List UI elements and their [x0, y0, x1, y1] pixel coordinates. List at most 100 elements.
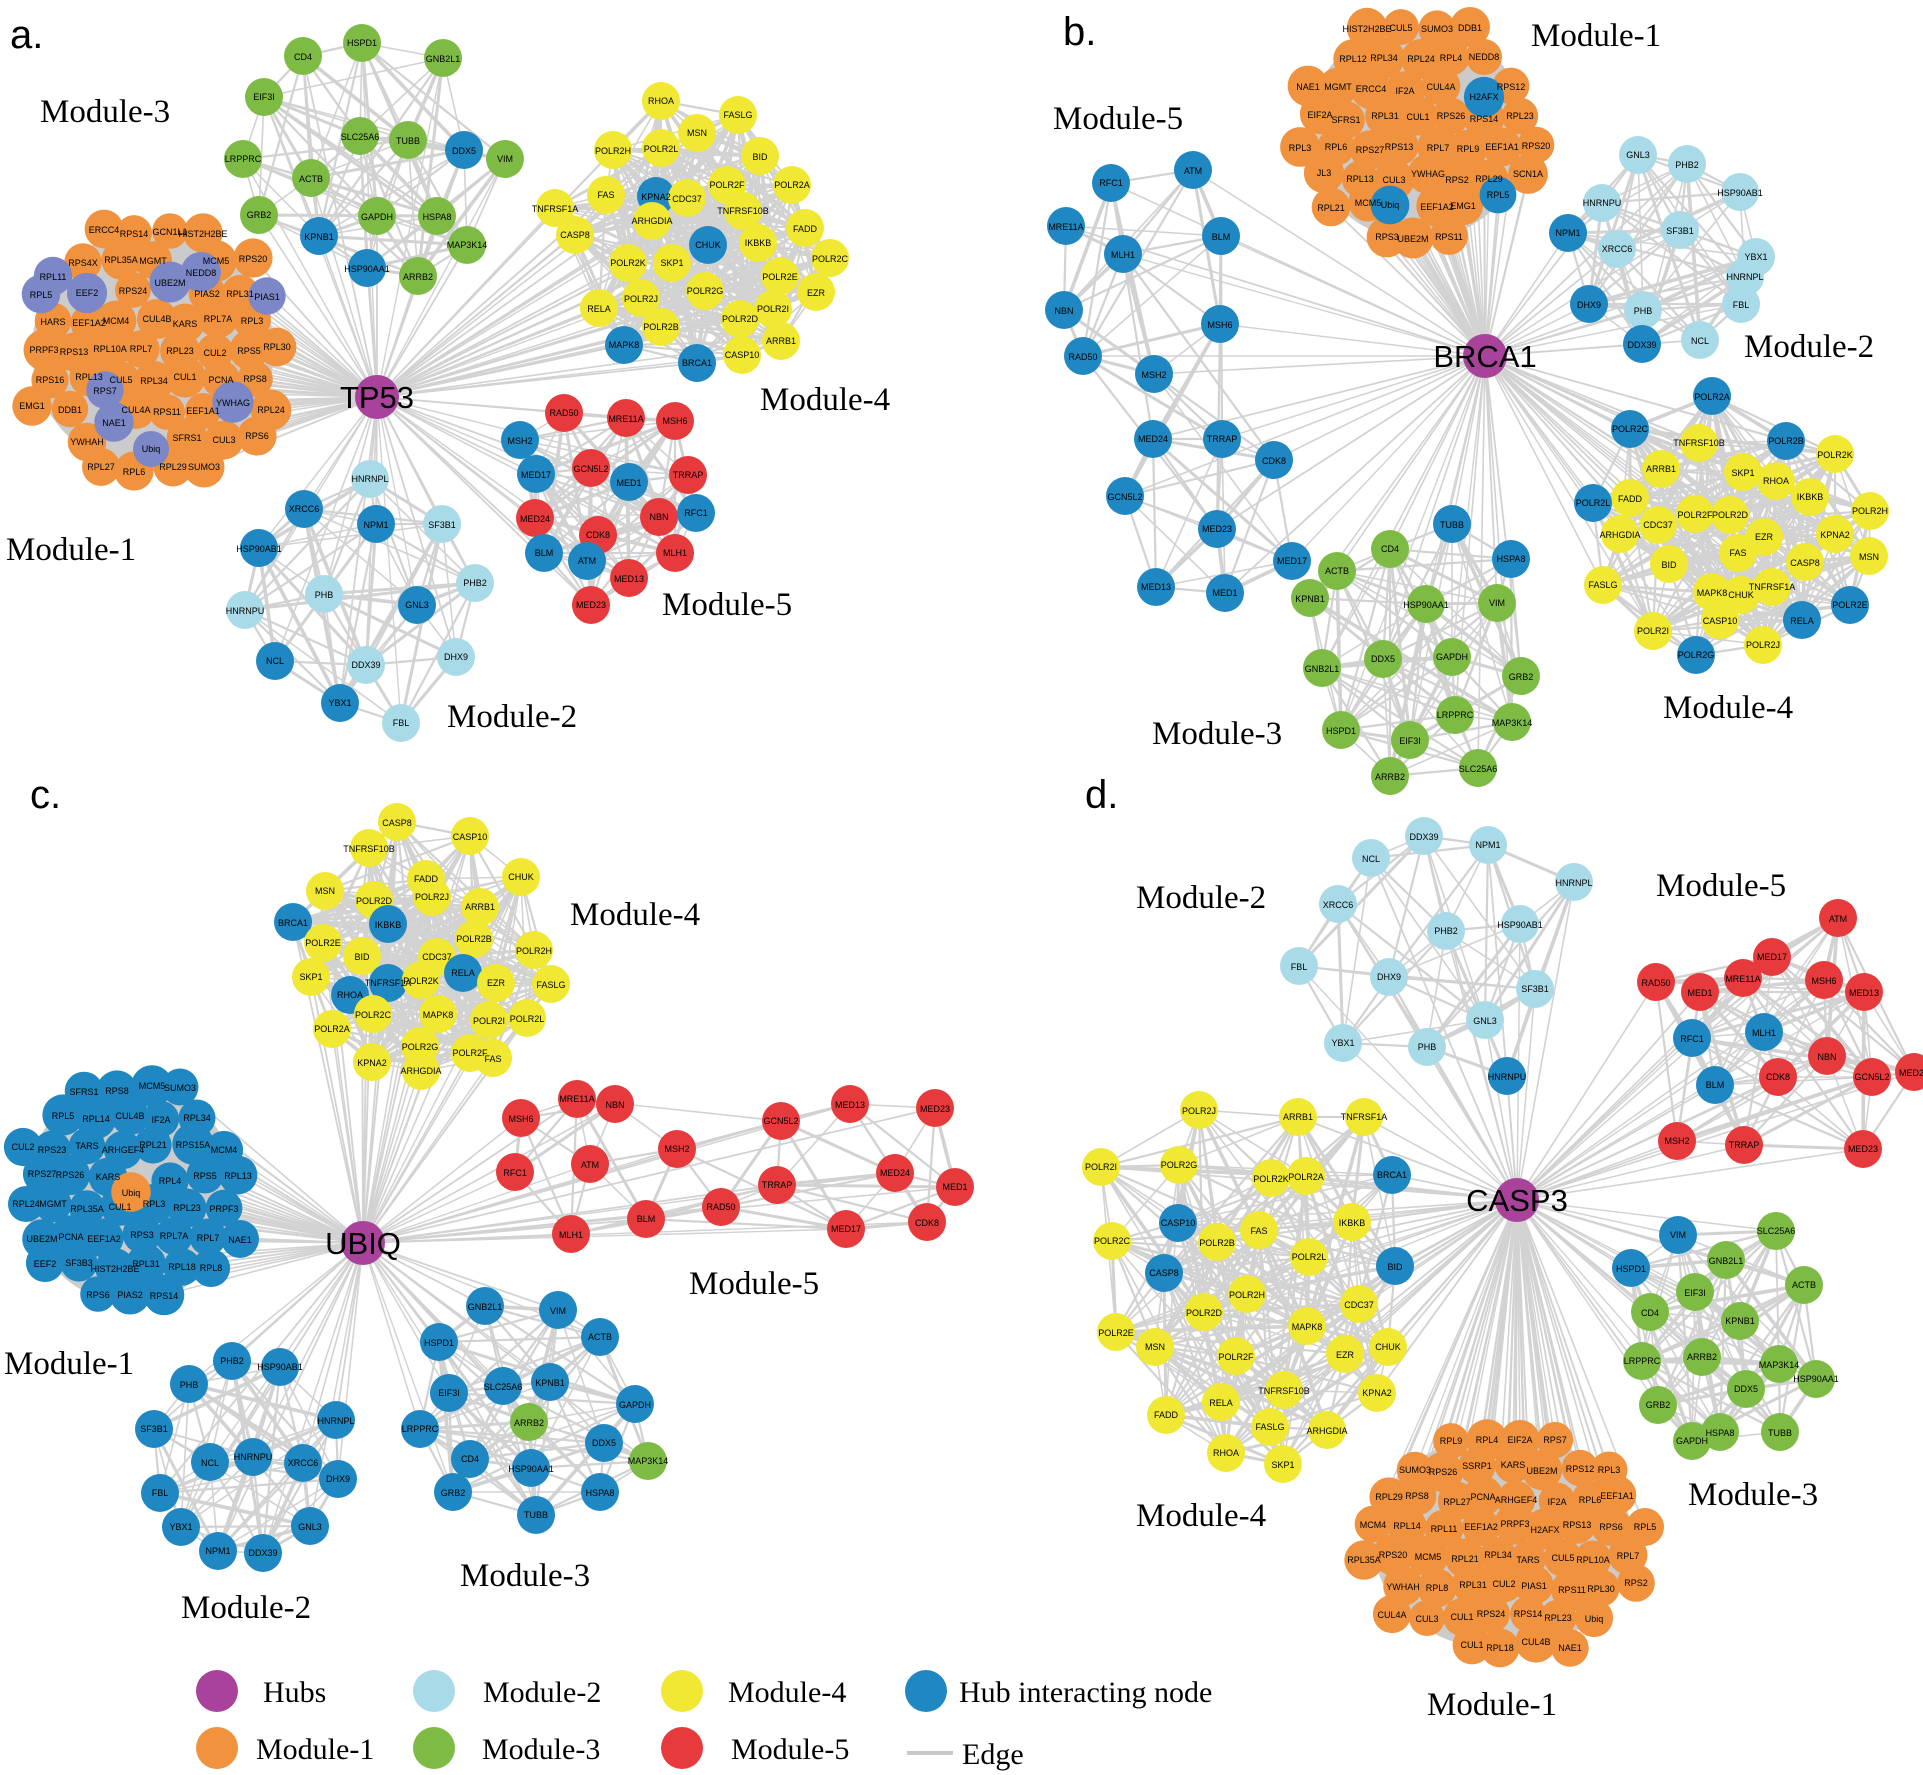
svg-text:ARRB2: ARRB2 [403, 272, 433, 282]
svg-text:RPL24: RPL24 [257, 405, 285, 415]
svg-text:MGMT: MGMT [1324, 82, 1352, 92]
svg-text:RELA: RELA [587, 304, 611, 314]
svg-text:TP53: TP53 [340, 380, 414, 415]
svg-text:LRPPRC: LRPPRC [1437, 710, 1474, 720]
svg-text:MED24: MED24 [1138, 434, 1168, 444]
svg-text:NPM1: NPM1 [1555, 228, 1580, 238]
svg-text:MED13: MED13 [1849, 988, 1879, 998]
svg-text:Module-2: Module-2 [483, 1676, 601, 1709]
svg-text:HSP90AA1: HSP90AA1 [344, 264, 390, 274]
svg-text:RPS3: RPS3 [130, 1230, 154, 1240]
svg-text:NPM1: NPM1 [205, 1546, 230, 1556]
svg-text:Module-5: Module-5 [662, 587, 792, 623]
svg-text:EEF1A2: EEF1A2 [87, 1234, 121, 1244]
svg-text:ATM: ATM [578, 556, 596, 566]
svg-text:RPL29: RPL29 [159, 462, 187, 472]
svg-text:FASLG: FASLG [1588, 580, 1617, 590]
svg-text:NAE1: NAE1 [1296, 82, 1320, 92]
svg-text:GCN5L2: GCN5L2 [1107, 492, 1142, 502]
svg-text:RAD50: RAD50 [1068, 352, 1097, 362]
svg-text:MCM4: MCM4 [103, 316, 130, 326]
svg-text:POLR2L: POLR2L [1576, 498, 1611, 508]
svg-text:BLM: BLM [637, 1214, 656, 1224]
svg-text:RPS8: RPS8 [105, 1086, 129, 1096]
svg-text:RFC1: RFC1 [1099, 178, 1123, 188]
svg-text:CUL2: CUL2 [11, 1142, 34, 1152]
svg-text:RPL5: RPL5 [1634, 1522, 1657, 1532]
svg-text:KARS: KARS [173, 319, 198, 329]
svg-text:IKBKB: IKBKB [745, 238, 772, 248]
svg-text:GAPDH: GAPDH [1676, 1436, 1708, 1446]
svg-text:CUL5: CUL5 [109, 375, 132, 385]
svg-text:HIST2H2BE: HIST2H2BE [1342, 24, 1391, 34]
svg-text:CASP10: CASP10 [1161, 1218, 1196, 1228]
svg-text:RPL23: RPL23 [1506, 111, 1534, 121]
svg-text:GRB2: GRB2 [1509, 672, 1534, 682]
svg-text:RPL34: RPL34 [140, 376, 168, 386]
svg-text:Module-1: Module-1 [1531, 18, 1661, 54]
svg-text:DDX39: DDX39 [1409, 832, 1438, 842]
svg-text:ARHGDIA: ARHGDIA [1599, 530, 1640, 540]
svg-text:RPL30: RPL30 [263, 342, 291, 352]
svg-text:CUL1: CUL1 [1406, 112, 1429, 122]
svg-text:XRCC6: XRCC6 [1323, 900, 1354, 910]
svg-text:PHB: PHB [315, 590, 334, 600]
svg-text:EEF1A2: EEF1A2 [1420, 202, 1454, 212]
svg-text:RPL3: RPL3 [1598, 1465, 1621, 1475]
svg-text:POLR2A: POLR2A [774, 180, 810, 190]
svg-text:FBL: FBL [1733, 300, 1750, 310]
svg-text:RPS13: RPS13 [1385, 142, 1414, 152]
svg-text:XRCC6: XRCC6 [288, 1458, 319, 1468]
svg-text:KARS: KARS [96, 1172, 121, 1182]
svg-text:HSP90AB1: HSP90AB1 [1717, 188, 1763, 198]
svg-text:MSN: MSN [687, 128, 707, 138]
svg-text:ATM: ATM [581, 1160, 599, 1170]
svg-text:TNFRSF1A: TNFRSF1A [532, 204, 579, 214]
svg-text:MED24: MED24 [1899, 1068, 1923, 1078]
svg-text:RPL18: RPL18 [1486, 1643, 1514, 1653]
svg-text:RPL9: RPL9 [1457, 144, 1480, 154]
svg-text:POLR2C: POLR2C [1612, 424, 1649, 434]
svg-text:RPL31: RPL31 [226, 289, 254, 299]
svg-text:PHB: PHB [1634, 306, 1653, 316]
svg-text:RPL35A: RPL35A [70, 1204, 104, 1214]
svg-text:KPNB1: KPNB1 [1725, 1316, 1755, 1326]
svg-text:RHOA: RHOA [337, 990, 363, 1000]
svg-text:BID: BID [1661, 560, 1677, 570]
svg-text:MSH6: MSH6 [508, 1114, 533, 1124]
svg-text:RPL21: RPL21 [1451, 1554, 1479, 1564]
svg-text:MSN: MSN [1145, 1342, 1165, 1352]
svg-text:KPNA2: KPNA2 [641, 192, 671, 202]
svg-text:GRB2: GRB2 [247, 210, 272, 220]
svg-text:DHX9: DHX9 [326, 1474, 350, 1484]
svg-text:RPS12: RPS12 [1497, 82, 1526, 92]
svg-text:b.: b. [1063, 10, 1096, 54]
svg-text:SKP1: SKP1 [660, 258, 683, 268]
svg-text:HNRNPU: HNRNPU [1583, 198, 1622, 208]
svg-text:TNFRSF1A: TNFRSF1A [1341, 1112, 1388, 1122]
svg-text:POLR2H: POLR2H [1229, 1290, 1265, 1300]
svg-text:UBE2M: UBE2M [1397, 234, 1428, 244]
svg-text:HSPD1: HSPD1 [347, 38, 377, 48]
svg-text:RPL34: RPL34 [1484, 1550, 1512, 1560]
svg-text:Module-2: Module-2 [181, 1590, 311, 1626]
svg-text:RHOA: RHOA [648, 96, 674, 106]
svg-text:MGMT: MGMT [139, 256, 167, 266]
svg-text:RPS23: RPS23 [38, 1145, 67, 1155]
svg-text:YBX1: YBX1 [328, 698, 351, 708]
svg-text:EEF1A2: EEF1A2 [1464, 1522, 1498, 1532]
svg-text:MCM4: MCM4 [211, 1145, 238, 1155]
svg-text:RELA: RELA [1209, 1398, 1233, 1408]
svg-text:MSH2: MSH2 [1664, 1136, 1689, 1146]
svg-text:POLR2E: POLR2E [762, 272, 798, 282]
svg-text:Module-4: Module-4 [1663, 690, 1793, 726]
svg-text:RPL7A: RPL7A [160, 1231, 189, 1241]
svg-text:PHB2: PHB2 [1434, 926, 1458, 936]
svg-text:PIAS2: PIAS2 [117, 1290, 143, 1300]
svg-text:MED23: MED23 [1202, 524, 1232, 534]
svg-text:RPS8: RPS8 [243, 374, 267, 384]
svg-text:NBN: NBN [649, 512, 668, 522]
svg-text:RPS3: RPS3 [1375, 232, 1399, 242]
svg-text:CUL1: CUL1 [1450, 1612, 1473, 1622]
svg-text:HSPA8: HSPA8 [1706, 1428, 1735, 1438]
